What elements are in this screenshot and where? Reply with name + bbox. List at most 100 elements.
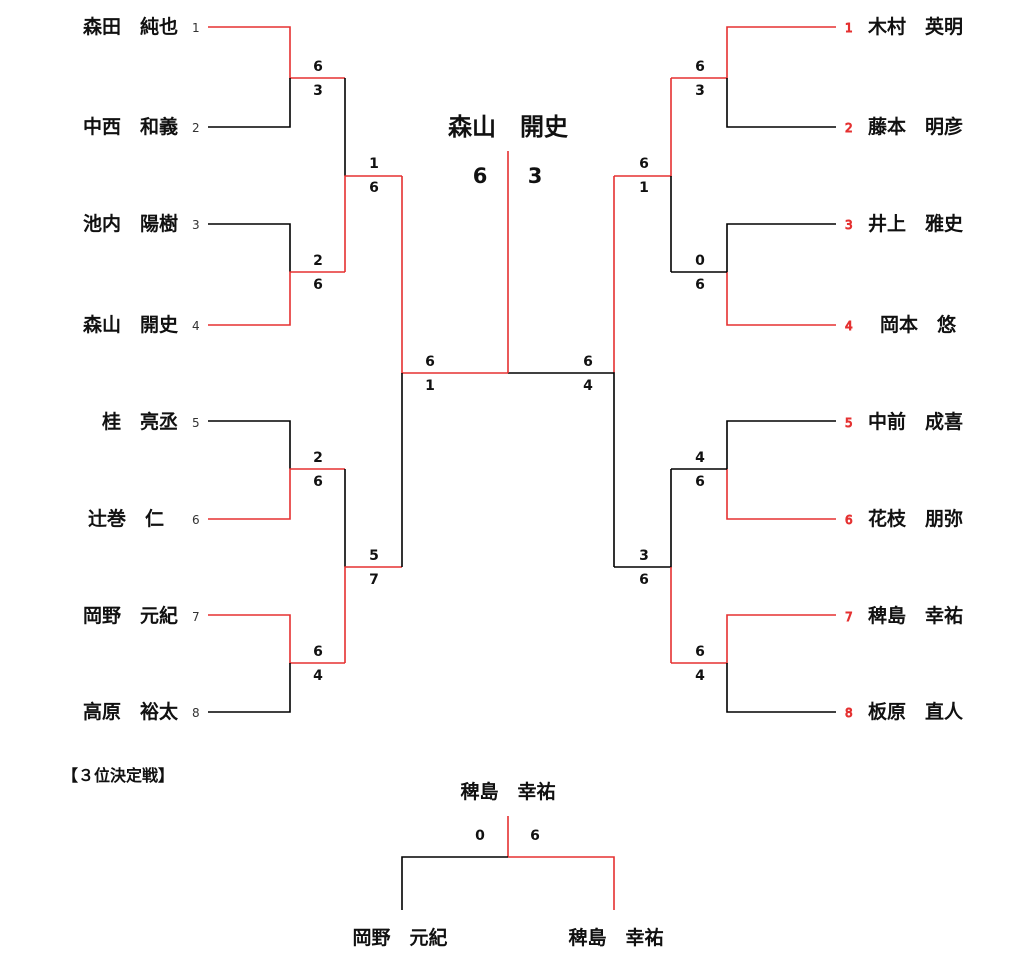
left-r1m3-score-top: 2 <box>313 450 323 466</box>
left-player-2-name: 中西 和義 <box>83 115 178 138</box>
right-scores: 6 3 0 6 4 6 6 4 6 1 3 6 6 4 <box>583 59 705 684</box>
left-semi-winner-line <box>401 176 508 374</box>
third-place-player-right: 稗島 幸祐 <box>568 926 663 949</box>
right-player-2-name: 藤本 明彦 <box>868 115 963 138</box>
right-r1m2-winner-line <box>726 272 836 326</box>
left-r1m3-winner-line <box>208 468 345 520</box>
final-block: 森山 開史 6 3 <box>448 113 569 188</box>
right-r1m1-winner-line <box>671 26 836 79</box>
left-player-4-name: 森山 開史 <box>83 313 179 336</box>
third-place-winner: 稗島 幸祐 <box>460 780 555 803</box>
left-r1m3-loser-line <box>208 420 291 469</box>
right-r1m1-loser-line <box>726 78 836 128</box>
left-player-2-seed: 2 <box>192 121 200 135</box>
right-r1m4-loser-line <box>726 663 836 713</box>
left-semi-score-bottom: 1 <box>425 378 435 394</box>
right-player-6-seed: 6 <box>845 513 853 527</box>
right-r1m2-loser-line <box>726 223 836 272</box>
left-r1m2-score-bottom: 6 <box>313 277 323 293</box>
final-score-left: 6 <box>473 164 488 188</box>
right-r1m4-winner-line <box>671 614 836 664</box>
right-r2a-score-top: 6 <box>639 156 649 172</box>
right-r1m3-winner-line <box>726 469 836 520</box>
right-players: 1 木村 英明 2 藤本 明彦 3 井上 雅史 4 岡本 悠 5 中前 成喜 6… <box>845 15 965 723</box>
right-r1m4-score-bottom: 4 <box>695 668 705 684</box>
left-r2a-score-bottom: 6 <box>369 180 379 196</box>
left-players: 森田 純也 1 中西 和義 2 池内 陽樹 3 森山 開史 4 桂 亮丞 5 辻… <box>83 15 200 723</box>
right-r2a-score-bottom: 1 <box>639 180 649 196</box>
third-place-label: 【３位決定戦】 <box>62 766 174 785</box>
third-place-score-left: 0 <box>475 828 485 844</box>
left-player-5-seed: 5 <box>192 416 200 430</box>
left-player-7-name: 岡野 元紀 <box>83 604 178 627</box>
right-semi-score-bottom: 4 <box>583 378 593 394</box>
left-r1m4-score-top: 6 <box>313 644 323 660</box>
right-player-5-name: 中前 成喜 <box>868 410 963 433</box>
left-r1m2-winner-line <box>208 271 345 326</box>
left-scores: 6 3 2 6 2 6 6 4 1 6 5 7 6 1 <box>313 59 435 684</box>
left-player-3-name: 池内 陽樹 <box>83 212 178 235</box>
right-r1m3-loser-line <box>726 420 836 469</box>
left-bracket-lines <box>208 26 508 713</box>
left-r1m3-score-bottom: 6 <box>313 474 323 490</box>
right-semi-lower-line <box>508 372 615 567</box>
third-place-left-line <box>401 856 508 910</box>
right-r1m2-score-bottom: 6 <box>695 277 705 293</box>
right-player-4-seed: 4 <box>845 319 853 333</box>
left-r1m1-score-bottom: 3 <box>313 83 323 99</box>
right-player-6-name: 花枝 朋弥 <box>868 507 963 530</box>
left-player-7-seed: 7 <box>192 610 200 624</box>
right-player-5-seed: 5 <box>845 416 853 430</box>
left-r2b-winner-line <box>344 566 402 663</box>
right-r2b-score-bottom: 6 <box>639 572 649 588</box>
third-place-right-line <box>508 856 615 910</box>
right-semi-score-top: 6 <box>583 354 593 370</box>
right-player-8-name: 板原 直人 <box>868 700 964 723</box>
left-r1m2-score-top: 2 <box>313 253 323 269</box>
left-r1m4-winner-line <box>208 614 345 664</box>
left-r1m1-winner-line <box>208 26 345 79</box>
left-player-5-name: 桂 亮丞 <box>101 410 178 433</box>
right-player-7-name: 稗島 幸祐 <box>868 604 963 627</box>
third-place-player-left: 岡野 元紀 <box>352 926 447 949</box>
left-semi-score-top: 6 <box>425 354 435 370</box>
left-r2b-score-top: 5 <box>369 548 379 564</box>
right-r1m3-score-bottom: 6 <box>695 474 705 490</box>
left-player-1-seed: 1 <box>192 21 200 35</box>
left-r1m1-score-top: 6 <box>313 59 323 75</box>
right-r2b-score-top: 3 <box>639 548 649 564</box>
right-player-3-seed: 3 <box>845 218 853 232</box>
left-player-3-seed: 3 <box>192 218 200 232</box>
right-r1m3-score-top: 4 <box>695 450 705 466</box>
right-player-1-seed: 1 <box>845 21 853 35</box>
left-player-8-seed: 8 <box>192 706 200 720</box>
left-player-6-seed: 6 <box>192 513 200 527</box>
right-player-2-seed: 2 <box>845 121 853 135</box>
left-r1m4-loser-line <box>208 663 291 713</box>
left-r2a-score-top: 1 <box>369 156 379 172</box>
right-r1m2-score-top: 0 <box>695 253 705 269</box>
left-r1m1-loser-line <box>208 78 291 128</box>
right-bracket-lines <box>508 26 836 713</box>
left-player-6-name: 辻巻 仁 <box>88 507 164 530</box>
left-r1m2-loser-line <box>208 223 291 272</box>
final-score-right: 3 <box>528 164 543 188</box>
right-r1m1-score-top: 6 <box>695 59 705 75</box>
left-r1m4-score-bottom: 4 <box>313 668 323 684</box>
third-place-block: 【３位決定戦】 稗島 幸祐 0 6 岡野 元紀 稗島 幸祐 <box>62 766 664 949</box>
champion-name: 森山 開史 <box>448 113 569 141</box>
right-player-8-seed: 8 <box>845 706 853 720</box>
left-player-8-name: 高原 裕太 <box>83 700 179 723</box>
right-r1m4-score-top: 6 <box>695 644 705 660</box>
third-place-score-right: 6 <box>530 828 540 844</box>
left-player-4-seed: 4 <box>192 319 200 333</box>
right-player-3-name: 井上 雅史 <box>868 213 964 235</box>
left-r2a-winner-line <box>344 175 402 272</box>
left-player-1-name: 森田 純也 <box>83 15 178 38</box>
right-player-4-name: 岡本 悠 <box>880 313 957 336</box>
right-player-1-name: 木村 英明 <box>867 15 963 38</box>
left-r2b-score-bottom: 7 <box>369 572 379 588</box>
right-player-7-seed: 7 <box>845 610 853 624</box>
right-r1m1-score-bottom: 3 <box>695 83 705 99</box>
